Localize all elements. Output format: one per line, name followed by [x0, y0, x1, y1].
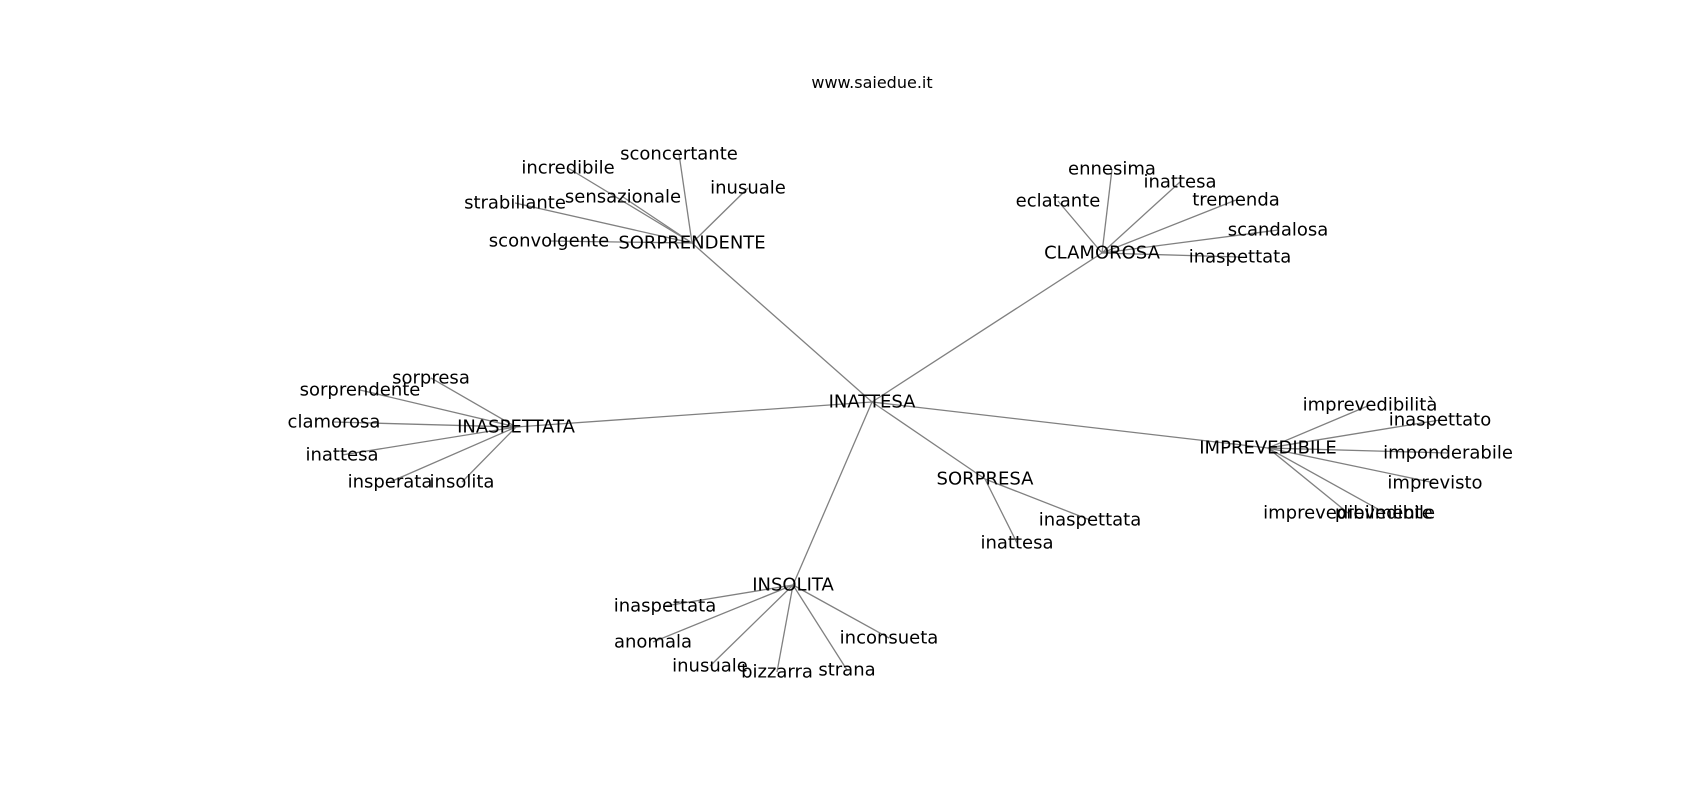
site-watermark: www.saiedue.it	[811, 73, 932, 92]
edge-imprevedibile-inaspettato	[1267, 419, 1441, 449]
node-leaf-sorpresa-inattesa: inattesa	[980, 533, 1053, 554]
edge-inaspettata-inattesa	[341, 426, 517, 456]
edge-inaspettata-sorpresa	[430, 377, 517, 428]
node-leaf-insolita-inusuale: inusuale	[672, 656, 748, 677]
edge-insolita-inusuale	[709, 584, 794, 667]
edge-root-inaspettata	[515, 401, 873, 428]
node-leaf-clamorosa-tremenda: tremenda	[1192, 190, 1280, 211]
node-hub-sorprendente: SORPRENDENTE	[618, 233, 765, 254]
node-leaf-clamorosa-inattesa: inattesa	[1143, 172, 1216, 193]
node-leaf-sorprendente-inusuale: inusuale	[710, 178, 786, 199]
edge-root-clamorosa	[871, 252, 1103, 403]
node-hub-clamorosa: CLAMOROSA	[1044, 243, 1160, 264]
edge-root-sorpresa	[871, 401, 986, 480]
edge-sorprendente-strabiliante	[514, 202, 693, 244]
edge-root-imprevedibile	[871, 401, 1269, 449]
edge-clamorosa-tremenda	[1101, 199, 1237, 254]
edge-sorprendente-sensazionale	[622, 196, 693, 244]
labels-layer: INATTESA SORPRENDENTE sconcertante incredib…	[288, 144, 1513, 683]
edge-imprevedibile-prevedibile	[1267, 447, 1386, 514]
edge-root-insolita	[792, 401, 873, 586]
node-leaf-inaspettata-clamorosa: clamorosa	[288, 412, 381, 433]
node-leaf-sorprendente-sconcertante: sconcertante	[620, 144, 738, 165]
edge-sorprendente-incredibile	[567, 167, 693, 244]
node-leaf-inaspettata-inattesa: inattesa	[305, 445, 378, 466]
node-hub-sorpresa: SORPRESA	[937, 469, 1035, 490]
node-leaf-sorprendente-sensazionale: sensazionale	[565, 187, 681, 208]
node-leaf-imprevedibile-inaspettato: inaspettato	[1389, 410, 1492, 431]
node-root-inattesa: INATTESA	[829, 392, 916, 413]
node-leaf-insolita-bizzarra: bizzarra	[741, 662, 813, 683]
node-hub-inaspettata: INASPETTATA	[457, 417, 576, 438]
edge-clamorosa-scandalosa	[1101, 229, 1279, 254]
node-leaf-sorprendente-strabiliante: strabiliante	[464, 193, 566, 214]
edge-inaspettata-insolita	[461, 426, 517, 483]
edge-insolita-bizzarra	[776, 584, 794, 673]
node-leaf-clamorosa-ennesima: ennesima	[1068, 159, 1156, 180]
edge-imprevedibile-imponderabile	[1267, 447, 1449, 454]
edge-clamorosa-inattesa	[1101, 181, 1181, 254]
edge-inaspettata-clamorosa	[333, 421, 517, 428]
node-leaf-insolita-inconsueta: inconsueta	[840, 628, 939, 649]
edge-imprevedibile-imprevedibilita	[1267, 404, 1371, 449]
edge-sorprendente-sconvolgente	[548, 240, 693, 244]
node-leaf-imprevedibile-imponderabile: imponderabile	[1383, 443, 1513, 464]
node-leaf-imprevedibile-imprevedibilmente: imprevedibilmente	[1263, 503, 1433, 524]
edge-sorprendente-inusuale	[691, 187, 749, 244]
edge-sorpresa-inattesa	[984, 478, 1018, 544]
node-leaf-imprevedibile-prevedibile: prevedibile	[1335, 503, 1435, 524]
edge-clamorosa-ennesima	[1101, 168, 1113, 254]
edge-sorprendente-sconcertante	[678, 153, 693, 244]
node-leaf-sorprendente-incredibile: incredibile	[521, 158, 614, 179]
node-leaf-insolita-inaspettata: inaspettata	[614, 596, 717, 617]
edge-clamorosa-inaspettata	[1101, 252, 1241, 258]
node-leaf-inaspettata-insolita: insolita	[430, 472, 495, 493]
node-leaf-inaspettata-insperata: insperata	[348, 472, 433, 493]
node-leaf-clamorosa-inaspettata: inaspettata	[1189, 247, 1292, 268]
node-leaf-clamorosa-eclatante: eclatante	[1016, 191, 1101, 212]
edge-sorpresa-inaspettata	[984, 478, 1091, 521]
edge-root-sorprendente	[691, 242, 873, 403]
node-leaf-inaspettata-sorprendente: sorprendente	[300, 380, 421, 401]
edge-clamorosa-eclatante	[1057, 200, 1103, 254]
edge-insolita-strana	[792, 584, 848, 671]
node-leaf-insolita-strana: strana	[818, 660, 875, 681]
edge-insolita-inconsueta	[792, 584, 890, 639]
node-leaf-inaspettata-sorpresa: sorpresa	[392, 368, 470, 389]
edge-insolita-inaspettata	[664, 584, 794, 607]
edge-inaspettata-sorprendente	[359, 389, 517, 428]
node-leaf-clamorosa-scandalosa: scandalosa	[1228, 220, 1329, 241]
node-leaf-imprevedibile-imprevedibilita: imprevedibilità	[1303, 395, 1438, 416]
edge-insolita-anomala	[652, 584, 794, 643]
node-leaf-sorpresa-inaspettata: inaspettata	[1039, 510, 1142, 531]
node-leaf-insolita-anomala: anomala	[614, 632, 692, 653]
edges-layer	[333, 153, 1449, 673]
node-hub-insolita: INSOLITA	[752, 575, 834, 596]
node-leaf-imprevedibile-imprevisto: imprevisto	[1387, 473, 1482, 494]
edge-imprevedibile-imprevedibilmente	[1267, 447, 1349, 514]
edge-inaspettata-insperata	[389, 426, 517, 483]
edge-imprevedibile-imprevisto	[1267, 447, 1436, 484]
node-leaf-sorprendente-sconvolgente: sconvolgente	[489, 231, 609, 252]
node-hub-imprevedibile: IMPREVEDIBILE	[1199, 438, 1337, 459]
